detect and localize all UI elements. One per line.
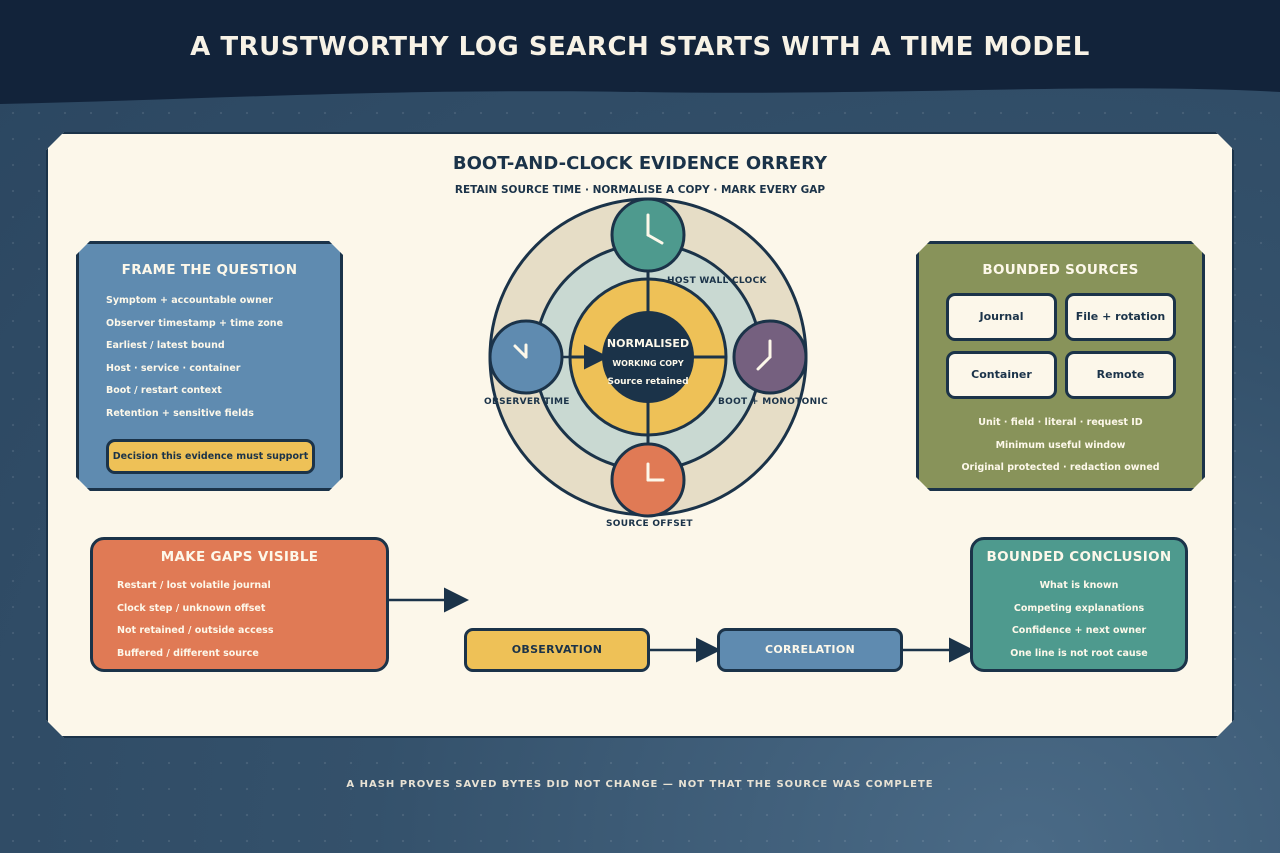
normalised-core bbox=[602, 311, 694, 403]
gap-item: Buffered / different source bbox=[117, 648, 259, 659]
source-note: Minimum useful window bbox=[995, 440, 1126, 451]
source-container: Container bbox=[946, 351, 1057, 399]
frame-item: Boot / restart context bbox=[106, 385, 222, 396]
center-line-1: WORKING COPY bbox=[612, 359, 684, 368]
make-gaps-panel: MAKE GAPS VISIBLE Restart / lost volatil… bbox=[90, 537, 389, 672]
gap-item: Not retained / outside access bbox=[117, 625, 274, 636]
orrery-title: BOOT-AND-CLOCK EVIDENCE ORRERY bbox=[452, 153, 828, 174]
observer-time-clock-icon bbox=[488, 319, 564, 395]
make-gaps-title: MAKE GAPS VISIBLE bbox=[160, 549, 319, 565]
host-wall-clock-icon bbox=[610, 197, 686, 273]
bounded-sources-panel: BOUNDED SOURCES Journal File + rotation … bbox=[916, 241, 1205, 491]
source-note: Original protected · redaction owned bbox=[961, 462, 1160, 473]
decision-badge: Decision this evidence must support bbox=[106, 439, 315, 474]
header-band bbox=[0, 0, 1280, 104]
conclusion-item: Confidence + next owner bbox=[1011, 625, 1147, 636]
footer-note: A HASH PROVES SAVED BYTES DID NOT CHANGE… bbox=[346, 779, 934, 790]
source-journal: Journal bbox=[946, 293, 1057, 341]
frame-item: Symptom + accountable owner bbox=[106, 295, 273, 306]
frame-item: Retention + sensitive fields bbox=[106, 408, 254, 419]
gap-item: Restart / lost volatile journal bbox=[117, 580, 271, 591]
observation-step: OBSERVATION bbox=[464, 628, 650, 672]
source-offset-clock-icon bbox=[610, 442, 686, 518]
label-boot-monotonic: BOOT + MONOTONIC bbox=[718, 397, 828, 407]
boot-monotonic-clock-icon bbox=[732, 319, 808, 395]
bounded-sources-title: BOUNDED SOURCES bbox=[982, 262, 1139, 278]
gap-item: Clock step / unknown offset bbox=[117, 603, 266, 614]
frame-item: Earliest / latest bound bbox=[106, 340, 225, 351]
frame-question-panel: FRAME THE QUESTION Symptom + accountable… bbox=[76, 241, 343, 491]
frame-question-title: FRAME THE QUESTION bbox=[121, 262, 298, 278]
correlation-step: CORRELATION bbox=[717, 628, 903, 672]
frame-item: Host · service · container bbox=[106, 363, 241, 374]
center-title: NORMALISED bbox=[606, 337, 690, 350]
center-line-2: Source retained bbox=[607, 377, 689, 387]
label-observer-time: OBSERVER TIME bbox=[484, 397, 570, 407]
source-remote: Remote bbox=[1065, 351, 1176, 399]
frame-item: Observer timestamp + time zone bbox=[106, 318, 284, 329]
label-source-offset: SOURCE OFFSET bbox=[606, 519, 693, 529]
conclusion-item: What is known bbox=[1039, 580, 1119, 591]
page-title: A TRUSTWORTHY LOG SEARCH STARTS WITH A T… bbox=[190, 32, 1090, 62]
conclusion-item: Competing explanations bbox=[1013, 603, 1145, 614]
label-host-wall-clock: HOST WALL CLOCK bbox=[667, 276, 767, 286]
source-note: Unit · field · literal · request ID bbox=[978, 417, 1143, 428]
source-file-rotation: File + rotation bbox=[1065, 293, 1176, 341]
bounded-conclusion-title: BOUNDED CONCLUSION bbox=[986, 549, 1172, 565]
conclusion-item: One line is not root cause bbox=[1010, 648, 1148, 659]
bounded-conclusion-panel: BOUNDED CONCLUSION What is known Competi… bbox=[970, 537, 1188, 672]
orrery-subtitle: RETAIN SOURCE TIME · NORMALISE A COPY · … bbox=[454, 184, 826, 196]
